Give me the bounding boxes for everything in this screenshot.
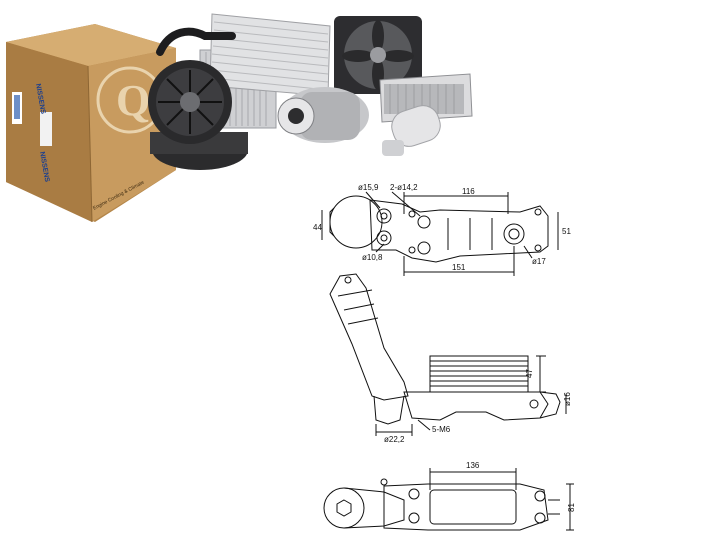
- packaging-box: Q: [6, 24, 176, 223]
- heater-core: [379, 73, 473, 123]
- dim-label-136: 136: [466, 461, 480, 470]
- cooler-body-bottom: [383, 483, 549, 531]
- ac-hose: [156, 27, 236, 56]
- radiator-fan: [334, 16, 422, 94]
- port-10-8: [376, 230, 392, 246]
- dim-label-151: 151: [452, 263, 466, 272]
- dim-label-5-m6: 5-M6: [432, 425, 451, 434]
- cooler-base-side: [403, 391, 549, 421]
- condenser: [209, 13, 331, 97]
- receiver-dryer: [382, 105, 441, 156]
- blower-motor: [148, 60, 248, 170]
- dim-label-51: 51: [562, 227, 571, 236]
- dim-label-10-8: ø10,8: [362, 253, 383, 262]
- port-15-9: [376, 208, 392, 224]
- product-label: [40, 112, 52, 146]
- port-14-2-b: [417, 241, 431, 255]
- hex-nut-icon: [336, 499, 352, 517]
- svg-text:Q: Q: [116, 76, 150, 125]
- port-14-2-a: [417, 215, 431, 229]
- dim-label-81: 81: [567, 503, 576, 512]
- dim-label-15-9: ø15,9: [358, 183, 379, 192]
- ac-compressor: [277, 87, 369, 143]
- cooler-body-top: [369, 199, 549, 263]
- dim-label-116: 116: [462, 187, 475, 196]
- dim-label-47: 47: [525, 369, 534, 378]
- dim-label-17: ø17: [532, 257, 546, 266]
- dim-label-44: 44: [313, 223, 322, 232]
- dim-label-16: ø16: [563, 392, 572, 406]
- oil-filter-cap: [329, 273, 409, 401]
- dim-label-22-2: ø22,2: [384, 435, 405, 444]
- dim-label-2x14-2: 2-ø14,2: [390, 183, 418, 192]
- port-17: [503, 223, 525, 245]
- cooler-plate: [429, 489, 517, 525]
